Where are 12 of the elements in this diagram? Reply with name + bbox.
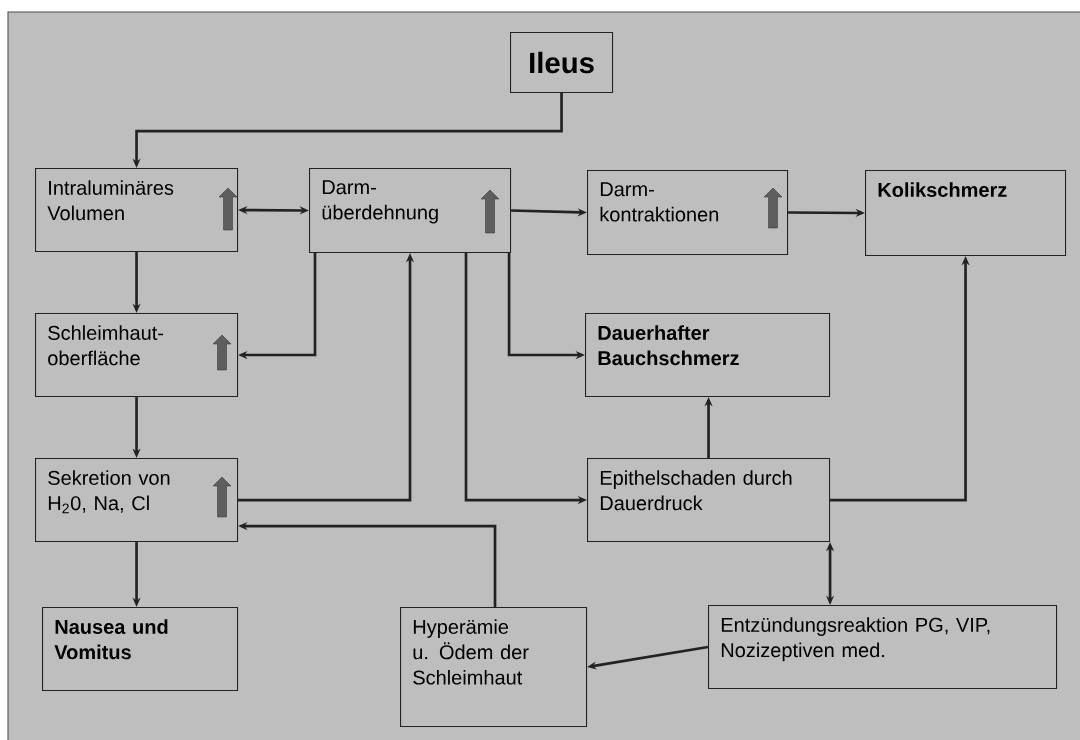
process-box: Hyperämie u. Ödem der Schleimhaut — [400, 607, 588, 728]
process-box: Epithelschaden durch Dauerdruck — [587, 458, 831, 543]
process-box: Kolikschmerz — [865, 170, 1067, 257]
process-box: Dauerhafter Bauchschmerz — [585, 313, 831, 398]
process-box: Darm- kontraktionen — [587, 170, 789, 256]
process-box: Schleimhaut- oberfläche — [35, 313, 239, 398]
process-box: Sekretion von H$_{2}$0, Na, Cl — [35, 458, 239, 543]
process-box: Entzündungsreaktion PG, VIP, Nozizeptiven med. — [708, 605, 1058, 690]
process-box: Nausea und Vomitus — [42, 607, 239, 692]
process-box: Ileus — [510, 32, 614, 94]
process-box: Intraluminäres Volumen — [35, 168, 239, 253]
process-box: Darm- überdehnung — [309, 168, 512, 254]
